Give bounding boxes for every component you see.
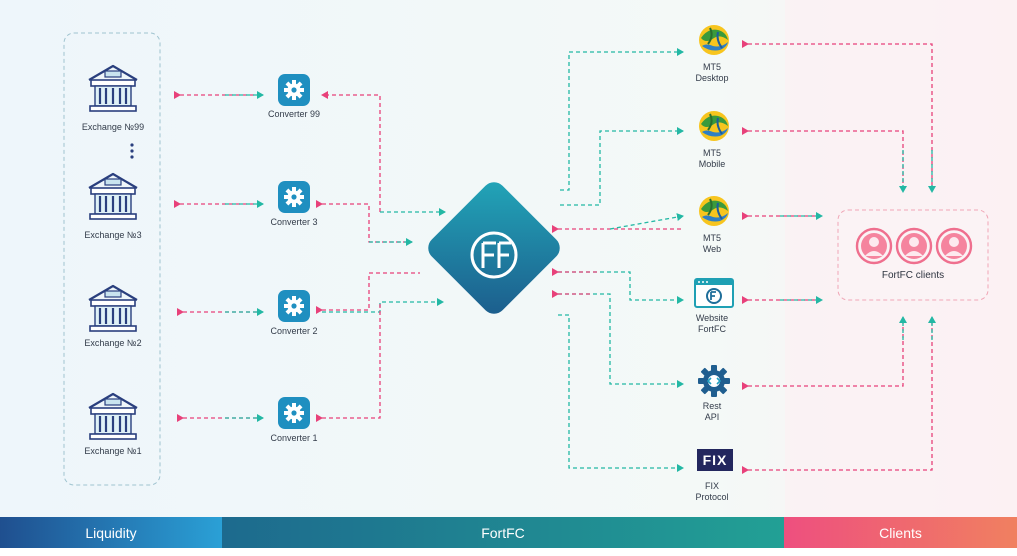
converter-label: Converter 3 xyxy=(270,217,318,227)
connector-lines xyxy=(174,40,936,474)
service-label-line1: MT5 xyxy=(703,148,721,158)
exchange-label: Exchange №1 xyxy=(84,446,142,456)
bank-icon xyxy=(85,282,141,339)
converter-label: Converter 99 xyxy=(267,109,321,119)
service-label-line2: Protocol xyxy=(695,492,729,502)
service-label-line1: Rest xyxy=(702,401,722,411)
service-label-line2: Desktop xyxy=(695,73,729,83)
clients-label: FortFC clients xyxy=(881,270,945,281)
converter-gear-icon xyxy=(277,180,311,219)
service-label-line1: MT5 xyxy=(703,233,721,243)
exchange-label: Exchange №3 xyxy=(84,230,142,240)
website-fortfc-icon xyxy=(694,278,734,313)
fix-protocol-icon: FIX xyxy=(697,449,733,471)
liquidity-bar: Liquidity xyxy=(0,517,222,548)
liquidity-group-box xyxy=(63,32,161,486)
rest-api-icon xyxy=(695,362,733,405)
fix-badge: FIX xyxy=(697,449,733,471)
fortfc-bar: FortFC xyxy=(222,517,784,548)
liquidity-bar-label: Liquidity xyxy=(85,524,137,541)
clients-bar: Clients xyxy=(784,517,1017,548)
bank-icon xyxy=(85,62,141,119)
service-label-line2: Mobile xyxy=(698,159,726,169)
exchange-label: Exchange №2 xyxy=(84,338,142,348)
fortfc-bar-label: FortFC xyxy=(481,524,525,541)
converter-gear-icon xyxy=(277,289,311,328)
clients-bar-label: Clients xyxy=(879,524,922,541)
service-label-line2: FortFC xyxy=(698,324,726,334)
fortfc-hub xyxy=(428,182,560,314)
converter-label: Converter 2 xyxy=(270,326,318,336)
service-label-line1: MT5 xyxy=(703,62,721,72)
fortfc-logo-icon xyxy=(470,231,518,279)
converter-gear-icon xyxy=(277,396,311,435)
service-label-line2: API xyxy=(704,412,720,422)
exchange-label: Exchange №99 xyxy=(81,122,145,132)
mt5-mobile-icon xyxy=(696,108,732,149)
bank-icon xyxy=(85,390,141,447)
service-label-line1: FIX xyxy=(704,481,719,491)
service-label-line1: Website xyxy=(695,313,729,323)
service-label-line2: Web xyxy=(702,244,722,254)
converter-gear-icon xyxy=(277,73,311,112)
mt5-desktop-icon xyxy=(696,22,732,63)
clients-avatars-icon xyxy=(855,227,973,265)
bank-icon xyxy=(85,170,141,227)
mt5-web-icon xyxy=(696,193,732,234)
converter-label: Converter 1 xyxy=(270,433,318,443)
